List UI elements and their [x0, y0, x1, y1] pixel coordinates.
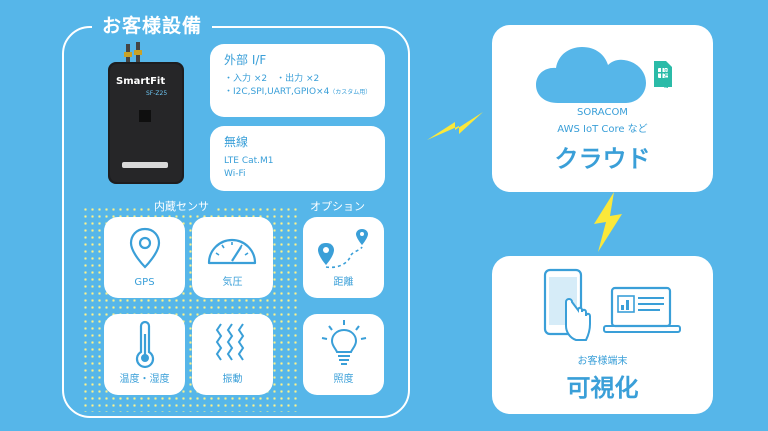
wireless-line2: Wi-Fi — [224, 169, 246, 179]
sensor-label-gps: GPS — [134, 277, 155, 288]
device-model: SF-Z25 — [146, 90, 168, 97]
customer-equipment-frame — [62, 26, 410, 418]
sensor-tile-temperature: 温度・湿度 — [104, 314, 185, 395]
terminal-card: お客様端末 可視化 — [492, 256, 713, 414]
light-bulb-icon — [321, 320, 367, 365]
wireless-line1: LTE Cat.M1 — [224, 156, 274, 166]
lightning-bolt-icon — [594, 192, 622, 252]
wireless-card: 無線 LTE Cat.M1 Wi-Fi — [210, 126, 385, 191]
sensor-label-vibration: 振動 — [222, 374, 243, 385]
option-label-illuminance: 照度 — [333, 374, 354, 385]
sim-card-text: SORACOM — [662, 63, 668, 89]
builtin-sensors-label: 内蔵センサ — [150, 200, 213, 214]
sim-card-icon — [654, 61, 672, 87]
interface-line2-note: （カスタム用） — [329, 89, 372, 96]
option-label-distance: 距離 — [333, 277, 354, 288]
sensor-tile-vibration: 振動 — [192, 314, 273, 395]
device-image — [100, 40, 192, 190]
sensor-tile-pressure: 気圧 — [192, 217, 273, 298]
options-label: オプション — [306, 200, 369, 214]
option-tile-distance: 距離 — [303, 217, 384, 298]
option-tile-illuminance: 照度 — [303, 314, 384, 395]
vibration-icon — [215, 323, 245, 361]
interface-card: 外部 I/F ・入力 ×2 ・出力 ×2 ・I2C,SPI,UART,GPIO×… — [210, 44, 385, 117]
device-brand: SmartFit — [116, 76, 166, 87]
interface-line2-main: ・I2C,SPI,UART,GPIO×4 — [224, 87, 330, 97]
interface-line2: ・I2C,SPI,UART,GPIO×4（カスタム用） — [224, 86, 371, 99]
sensor-label-temperature: 温度・湿度 — [119, 374, 170, 385]
laptop-chart-icon — [603, 286, 681, 333]
cloud-line1: SORACOM — [577, 107, 628, 118]
thermometer-icon — [135, 320, 155, 368]
wireless-title: 無線 — [224, 135, 249, 149]
smartphone-touch-icon — [543, 268, 591, 341]
sensor-label-pressure: 気圧 — [222, 277, 243, 288]
terminal-title: 可視化 — [566, 374, 639, 402]
interface-title: 外部 I/F — [224, 53, 267, 67]
cloud-line2: AWS IoT Core など — [557, 124, 648, 135]
map-pin-icon — [129, 227, 161, 269]
gauge-icon — [207, 238, 257, 265]
interface-line1: ・入力 ×2 ・出力 ×2 — [224, 74, 320, 84]
lightning-bolt-icon — [427, 112, 483, 140]
cloud-card: SORACOM SORACOM AWS IoT Core など クラウド — [492, 25, 713, 192]
section-title: お客様設備 — [92, 13, 213, 39]
cloud-icon — [536, 47, 646, 103]
terminal-subtitle: お客様端末 — [577, 356, 628, 367]
cloud-title: クラウド — [554, 145, 651, 173]
route-icon — [318, 229, 368, 269]
sensor-tile-gps: GPS — [104, 217, 185, 298]
